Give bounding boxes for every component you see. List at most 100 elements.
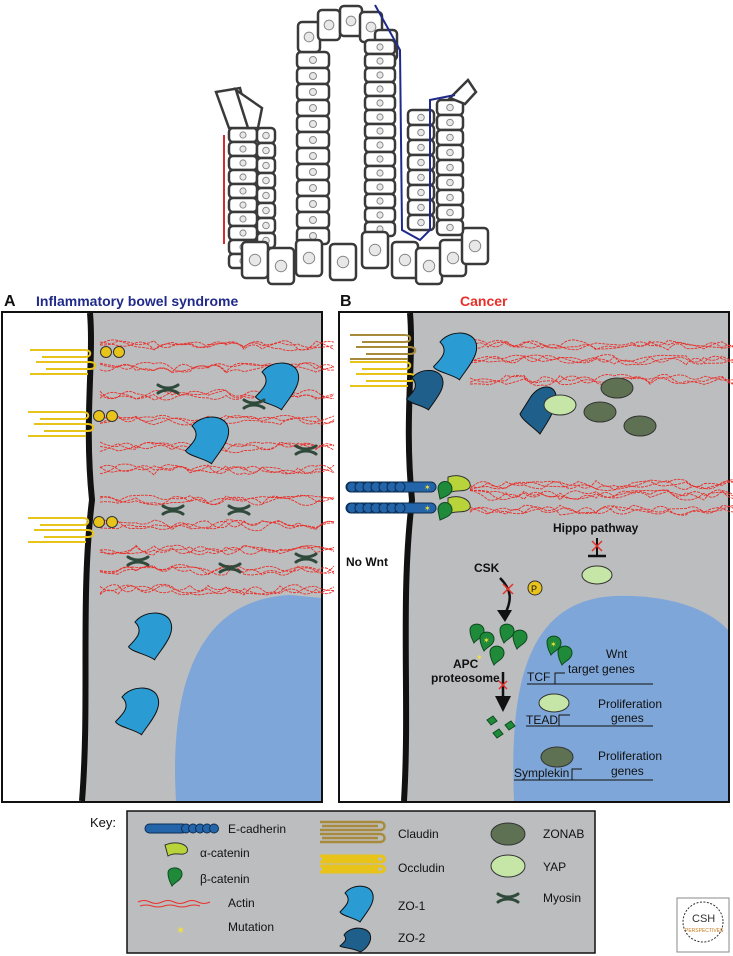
cell-nucleus xyxy=(262,206,270,215)
cell-nucleus xyxy=(468,239,482,253)
cell-nucleus xyxy=(417,173,425,182)
cell-nucleus xyxy=(376,43,384,51)
e-cadherin-domain xyxy=(394,481,406,493)
cell-nucleus xyxy=(446,251,460,265)
actin-filament xyxy=(469,339,733,351)
csk-mutation-cross xyxy=(502,583,514,595)
myosin xyxy=(294,444,318,456)
zo1 xyxy=(114,687,160,736)
actin-filament xyxy=(99,463,335,476)
cell-nucleus xyxy=(308,119,318,129)
claudin xyxy=(350,334,417,360)
actin-filament xyxy=(469,354,733,365)
cell-nucleus xyxy=(274,259,288,273)
svg-text:YAP: YAP xyxy=(543,860,566,874)
mutation-marker xyxy=(93,516,105,528)
cell-nucleus xyxy=(308,151,318,161)
key-yap: YAP xyxy=(490,854,566,878)
myosin xyxy=(294,552,318,564)
svg-text:β-catenin: β-catenin xyxy=(200,872,250,886)
svg-text:Actin: Actin xyxy=(228,896,255,910)
cell-nucleus xyxy=(446,133,454,142)
cell-nucleus xyxy=(417,188,425,197)
cell-nucleus xyxy=(303,31,315,43)
cell-nucleus xyxy=(262,221,270,230)
villus-tip-cell xyxy=(233,86,264,130)
mutation-star: ✶ xyxy=(550,640,557,649)
actin-filament xyxy=(469,354,733,364)
svg-text:Mutation: Mutation xyxy=(228,920,274,934)
svg-text:ZO-1: ZO-1 xyxy=(398,899,426,913)
wnt-target-label-1: Wnt xyxy=(606,647,628,661)
actin-filament xyxy=(469,354,733,366)
cell-nucleus xyxy=(308,87,318,97)
cell-nucleus xyxy=(376,71,384,79)
key-occludin: Occludin xyxy=(320,854,445,875)
svg-text:Occludin: Occludin xyxy=(398,861,445,875)
panel-b-tight-junctions xyxy=(350,332,478,411)
panel-b-title: Cancer xyxy=(460,293,508,309)
actin-filament xyxy=(99,584,335,595)
cell-nucleus xyxy=(446,118,454,127)
tead-label: TEAD xyxy=(526,713,558,727)
actin-filament xyxy=(469,489,733,500)
actin-filament xyxy=(469,505,733,516)
actin-filament xyxy=(469,504,733,515)
actin-filament xyxy=(469,479,733,490)
zo2 xyxy=(405,369,444,411)
myosin xyxy=(161,504,185,516)
mutation-marker xyxy=(113,346,125,358)
key-title: Key: xyxy=(90,815,116,830)
actin-filament xyxy=(99,495,335,505)
cell-nucleus xyxy=(376,155,384,163)
cell-nucleus xyxy=(446,163,454,172)
cancer-boundary-line xyxy=(374,4,456,242)
wnt-target-label-2: target genes xyxy=(568,662,635,676)
panel-a-myosin-group xyxy=(126,383,318,574)
actin-filament xyxy=(99,362,335,373)
key-alpha-catenin: α-catenin xyxy=(164,842,250,860)
logo-subtext: PERSPECTIVES xyxy=(685,928,724,934)
csh-logo: CSH PERSPECTIVES xyxy=(676,897,730,953)
actin-filament xyxy=(469,478,733,491)
zonab xyxy=(583,401,617,423)
actin-filament xyxy=(99,339,335,352)
tead-promoter-arrow xyxy=(558,714,570,726)
myosin xyxy=(126,555,150,567)
cell-nucleus xyxy=(376,211,384,219)
tcf-label: TCF xyxy=(527,670,550,684)
csk-arrowhead xyxy=(497,610,512,622)
actin-filament xyxy=(469,374,733,385)
cell-nucleus xyxy=(302,251,316,265)
cell-nucleus xyxy=(308,215,318,225)
proliferation-label-2b: genes xyxy=(611,764,644,778)
zo1 xyxy=(184,416,230,465)
mutation-star: ✶ xyxy=(483,636,490,645)
mutation-marker xyxy=(106,516,118,528)
beta-catenin xyxy=(557,645,573,666)
cell-nucleus xyxy=(376,85,384,93)
actin-filament xyxy=(99,564,335,576)
mutation-star: ✶ xyxy=(476,653,483,662)
actin-filament xyxy=(469,504,733,515)
cell-nucleus xyxy=(308,71,318,81)
key-zonab: ZONAB xyxy=(490,822,584,846)
svg-text:Claudin: Claudin xyxy=(398,827,439,841)
alpha-catenin xyxy=(447,496,471,515)
actin-filament xyxy=(99,495,335,506)
cell-nucleus xyxy=(308,183,318,193)
beta-catenin xyxy=(512,629,528,650)
cell-nucleus xyxy=(446,178,454,187)
zonab xyxy=(623,415,657,437)
tcf-promoter-arrow xyxy=(554,672,565,684)
cell-nucleus xyxy=(376,57,384,65)
key-myosin xyxy=(496,892,520,904)
cell-nucleus xyxy=(398,253,412,267)
panel-b-membrane xyxy=(401,312,416,802)
svg-text:✶: ✶ xyxy=(176,925,185,937)
beta-catenin-fragment xyxy=(504,720,516,731)
cell-nucleus xyxy=(262,161,270,170)
zo1 xyxy=(254,362,300,411)
zo1 xyxy=(127,612,173,661)
myosin xyxy=(156,383,180,395)
